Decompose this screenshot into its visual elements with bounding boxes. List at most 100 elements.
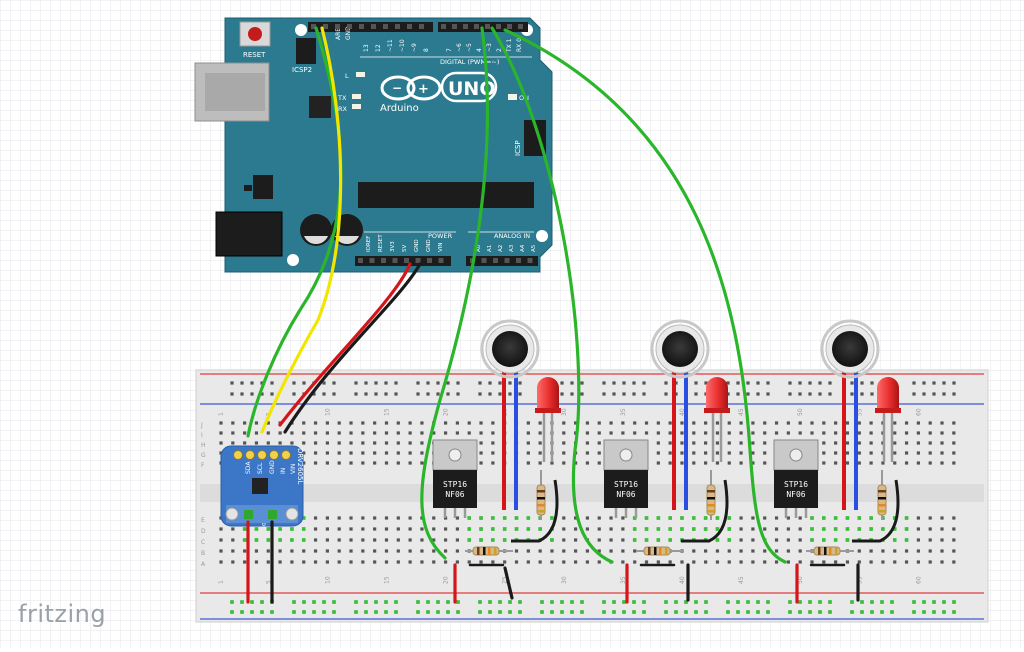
breadboard-hole[interactable] xyxy=(727,431,731,435)
breadboard-hole[interactable] xyxy=(278,441,282,445)
breadboard-hole[interactable] xyxy=(644,421,649,425)
breadboard-hole[interactable] xyxy=(503,560,507,564)
breadboard-hole[interactable] xyxy=(361,527,365,531)
breadboard-hole[interactable] xyxy=(266,549,270,553)
breadboard-hole[interactable] xyxy=(443,549,448,553)
breadboard-hole[interactable] xyxy=(313,431,318,435)
header-pin[interactable] xyxy=(496,24,501,29)
breadboard-hole[interactable] xyxy=(585,560,590,564)
breadboard-hole[interactable] xyxy=(857,451,861,455)
rail-hole[interactable] xyxy=(374,381,378,385)
breadboard-hole[interactable] xyxy=(243,431,247,435)
breadboard-hole[interactable] xyxy=(798,527,802,531)
breadboard-hole[interactable] xyxy=(526,461,530,465)
breadboard-hole[interactable] xyxy=(869,560,873,564)
breadboard-hole[interactable] xyxy=(739,461,743,465)
breadboard-hole[interactable] xyxy=(633,549,637,553)
breadboard-hole[interactable] xyxy=(455,527,459,531)
rail-hole[interactable] xyxy=(260,392,264,396)
breadboard-hole[interactable] xyxy=(621,516,625,520)
breadboard-hole[interactable] xyxy=(526,451,530,455)
breadboard-hole[interactable] xyxy=(751,560,755,564)
rail-hole[interactable] xyxy=(850,392,854,396)
breadboard-hole[interactable] xyxy=(479,421,483,425)
breadboard-hole[interactable] xyxy=(597,461,601,465)
breadboard-hole[interactable] xyxy=(325,549,329,553)
breadboard-hole[interactable] xyxy=(337,451,341,455)
breadboard-hole[interactable] xyxy=(763,560,767,564)
breadboard-hole[interactable] xyxy=(574,421,578,425)
rail-hole[interactable] xyxy=(704,381,708,385)
header-pin[interactable] xyxy=(395,24,400,29)
rail-hole[interactable] xyxy=(922,381,926,385)
breadboard-hole[interactable] xyxy=(243,441,247,445)
breadboard-hole[interactable] xyxy=(597,538,601,542)
breadboard-hole[interactable] xyxy=(656,431,660,435)
breadboard-hole[interactable] xyxy=(774,431,779,435)
breadboard-hole[interactable] xyxy=(692,431,696,435)
rail-hole[interactable] xyxy=(642,392,646,396)
breadboard-hole[interactable] xyxy=(491,441,495,445)
breadboard-hole[interactable] xyxy=(254,560,259,564)
breadboard-hole[interactable] xyxy=(585,527,590,531)
wire-rail-black[interactable] xyxy=(503,566,514,600)
breadboard-hole[interactable] xyxy=(349,538,353,542)
header-pin[interactable] xyxy=(474,24,479,29)
breadboard-hole[interactable] xyxy=(751,451,755,455)
breadboard-hole[interactable] xyxy=(349,431,353,435)
breadboard-hole[interactable] xyxy=(302,421,306,425)
mosfet-body[interactable] xyxy=(774,470,818,508)
breadboard-hole[interactable] xyxy=(751,516,755,520)
rail-hole[interactable] xyxy=(788,392,792,396)
breadboard-hole[interactable] xyxy=(715,451,720,455)
breadboard-hole[interactable] xyxy=(869,431,873,435)
breadboard-hole[interactable] xyxy=(621,549,625,553)
rail-hole[interactable] xyxy=(694,381,698,385)
breadboard-hole[interactable] xyxy=(751,441,755,445)
breadboard-hole[interactable] xyxy=(668,431,672,435)
breadboard-hole[interactable] xyxy=(893,441,897,445)
breadboard-hole[interactable] xyxy=(774,516,779,520)
breadboard-hole[interactable] xyxy=(940,421,944,425)
rail-hole[interactable] xyxy=(602,392,606,396)
rail-hole[interactable] xyxy=(446,381,450,385)
breadboard-hole[interactable] xyxy=(597,451,601,455)
rail-hole[interactable] xyxy=(922,392,926,396)
header-pin[interactable] xyxy=(369,258,375,263)
breadboard-hole[interactable] xyxy=(952,538,956,542)
breadboard-hole[interactable] xyxy=(644,431,649,435)
rail-hole[interactable] xyxy=(746,392,750,396)
rail-hole[interactable] xyxy=(508,392,512,396)
vibration-motor[interactable] xyxy=(662,331,698,367)
rail-hole[interactable] xyxy=(394,381,398,385)
rail-hole[interactable] xyxy=(416,381,420,385)
rail-hole[interactable] xyxy=(250,392,254,396)
breadboard-hole[interactable] xyxy=(763,461,767,465)
breadboard-hole[interactable] xyxy=(845,560,850,564)
breadboard-hole[interactable] xyxy=(373,549,377,553)
breadboard-hole[interactable] xyxy=(621,538,625,542)
breadboard-hole[interactable] xyxy=(550,461,554,465)
rail-hole[interactable] xyxy=(498,392,502,396)
breadboard-hole[interactable] xyxy=(680,431,684,435)
header-pin[interactable] xyxy=(347,24,352,29)
breadboard-hole[interactable] xyxy=(479,441,483,445)
breadboard-hole[interactable] xyxy=(644,560,649,564)
breadboard-hole[interactable] xyxy=(219,538,223,542)
breadboard-hole[interactable] xyxy=(361,538,365,542)
breadboard-hole[interactable] xyxy=(609,527,613,531)
breadboard-hole[interactable] xyxy=(514,549,519,553)
breadboard-hole[interactable] xyxy=(302,431,306,435)
breadboard-hole[interactable] xyxy=(668,421,672,425)
rail-hole[interactable] xyxy=(560,381,564,385)
breadboard-hole[interactable] xyxy=(467,431,471,435)
breadboard-hole[interactable] xyxy=(692,421,696,425)
breadboard-hole[interactable] xyxy=(869,549,873,553)
breadboard-hole[interactable] xyxy=(408,421,412,425)
breadboard-hole[interactable] xyxy=(337,538,341,542)
breadboard-hole[interactable] xyxy=(337,421,341,425)
breadboard-hole[interactable] xyxy=(491,461,495,465)
breadboard-hole[interactable] xyxy=(656,421,660,425)
breadboard-hole[interactable] xyxy=(361,441,365,445)
